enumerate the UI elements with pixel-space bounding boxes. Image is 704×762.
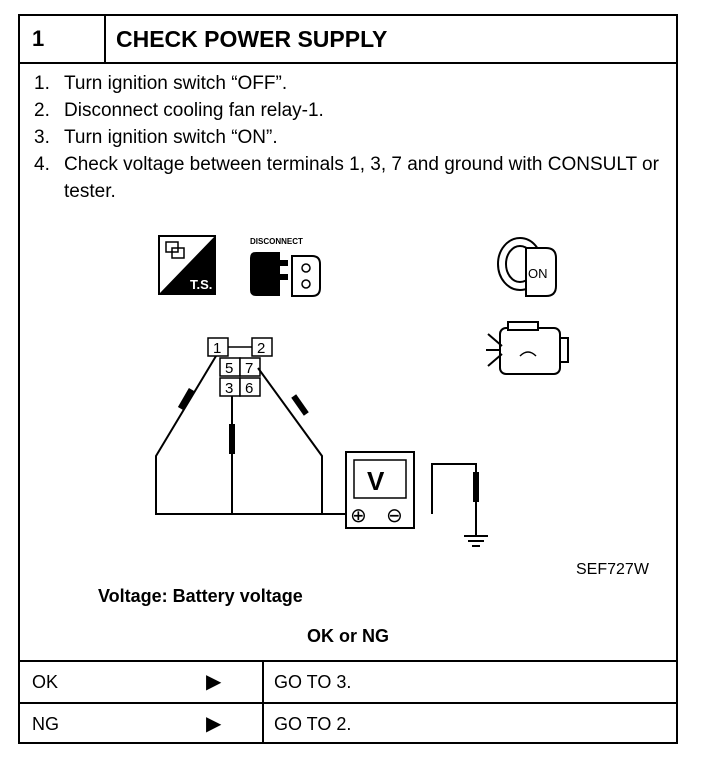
figure-id: SEF727W bbox=[576, 561, 649, 578]
step-number: 1 bbox=[20, 16, 106, 62]
decision-result: NG bbox=[32, 714, 59, 734]
wiring-diagram: T.S. DISCONNECT ON bbox=[155, 235, 569, 547]
terminal-2-box bbox=[251, 337, 273, 357]
instruction-item: 2. Disconnect cooling fan relay-1. bbox=[34, 97, 664, 124]
probe-leads bbox=[155, 355, 477, 524]
column-divider bbox=[262, 662, 264, 702]
terminal-6: 6 bbox=[245, 380, 253, 397]
terminal-3: 3 bbox=[225, 380, 233, 397]
ignition-on-icon: ON bbox=[497, 237, 557, 297]
terminal-2: 2 bbox=[257, 340, 265, 357]
instruction-number: 1. bbox=[34, 73, 50, 94]
instruction-text: Turn ignition switch “OFF”. bbox=[64, 73, 288, 94]
plus-terminal: ⊕ bbox=[350, 503, 367, 527]
instruction-list: 1. Turn ignition switch “OFF”. 2. Disconne… bbox=[34, 70, 664, 205]
ground-icon bbox=[464, 524, 488, 547]
decision-result: OK bbox=[32, 672, 59, 692]
procedure-box: 1 CHECK POWER SUPPLY 1. Turn ignition swi… bbox=[18, 14, 678, 744]
decision-row-ng: NG ▶ GO TO 2. bbox=[20, 702, 676, 744]
instruction-item: 3. Turn ignition switch “ON”. bbox=[34, 124, 664, 151]
instruction-item: 1. Turn ignition switch “OFF”. bbox=[34, 70, 664, 97]
instruction-item: 4. Check voltage between terminals 1, 3, … bbox=[34, 151, 664, 205]
step-title: CHECK POWER SUPPLY bbox=[116, 26, 388, 52]
instruction-number: 3. bbox=[34, 127, 50, 148]
disconnect-icon: DISCONNECT bbox=[250, 237, 321, 297]
instruction-number: 4. bbox=[34, 154, 50, 175]
terminal-5: 5 bbox=[225, 360, 233, 377]
decision-action: GO TO 2. bbox=[274, 714, 352, 734]
instruction-text: Turn ignition switch “ON”. bbox=[64, 127, 278, 148]
decision-prompt: OK or NG bbox=[306, 626, 389, 646]
ts-icon-label: T.S. bbox=[190, 277, 212, 292]
step-header: 1 CHECK POWER SUPPLY bbox=[20, 16, 676, 64]
instruction-text: Disconnect cooling fan relay-1. bbox=[64, 100, 324, 121]
terminal-7: 7 bbox=[245, 360, 253, 377]
column-divider bbox=[262, 704, 264, 744]
voltmeter-label: V bbox=[367, 466, 385, 496]
ignition-icon-label: ON bbox=[528, 266, 548, 281]
engine-icon bbox=[486, 321, 569, 375]
instruction-number: 2. bbox=[34, 100, 50, 121]
disconnect-icon-label: DISCONNECT bbox=[250, 237, 303, 246]
arrow-right-icon: ▶ bbox=[206, 713, 222, 735]
terminal-1: 1 bbox=[213, 340, 221, 357]
minus-terminal: ⊖ bbox=[386, 503, 403, 527]
relay-connector: 1 2 5 7 3 6 bbox=[207, 337, 273, 397]
instruction-text: Check voltage between terminals 1, 3, 7 … bbox=[64, 154, 659, 202]
arrow-right-icon: ▶ bbox=[206, 671, 222, 693]
decision-action: GO TO 3. bbox=[274, 672, 352, 692]
decision-row-ok: OK ▶ GO TO 3. bbox=[20, 660, 676, 702]
probe-tips bbox=[177, 387, 479, 502]
voltmeter: V ⊕ ⊖ bbox=[345, 451, 415, 529]
voltage-spec: Voltage: Battery voltage bbox=[98, 586, 303, 606]
ts-icon: T.S. bbox=[158, 235, 216, 295]
